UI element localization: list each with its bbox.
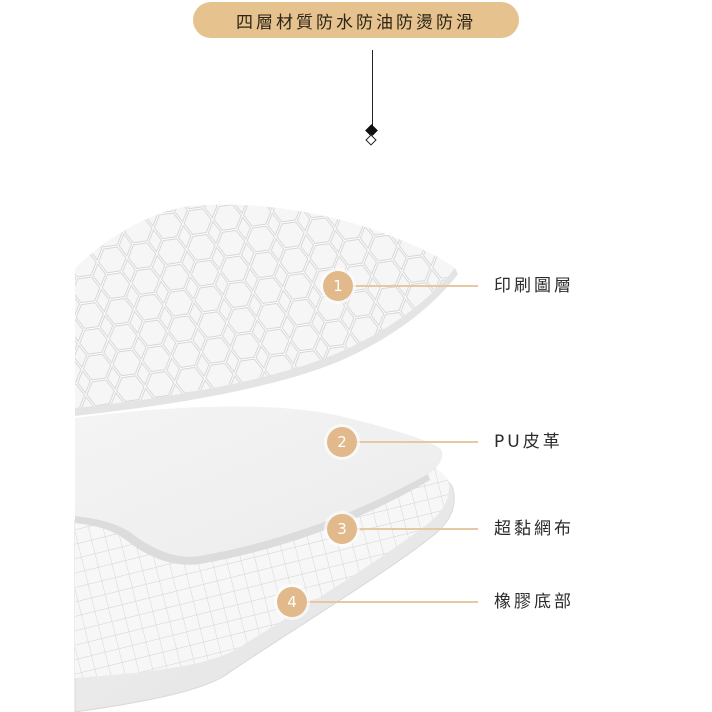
layer-number: 4: [287, 593, 297, 611]
leader-line-3: [356, 528, 478, 530]
layer-badge-4: 4: [277, 587, 307, 617]
layer-badge-3: 3: [327, 514, 357, 544]
leader-line-2: [356, 441, 478, 443]
layer-number: 2: [337, 433, 347, 451]
page-title: 四層材質防水防油防燙防滑: [236, 12, 476, 33]
layer-badge-1: 1: [323, 271, 353, 301]
layer-label-4: 橡膠底部: [494, 592, 574, 612]
layer-label-2: PU皮革: [494, 432, 563, 452]
leader-line-4: [306, 601, 478, 603]
layer-label-1: 印刷圖層: [494, 276, 574, 296]
connector-line: [372, 50, 373, 128]
layer-number: 1: [333, 277, 343, 295]
layer-label-3: 超黏網布: [494, 519, 574, 539]
title-pill: 四層材質防水防油防燙防滑: [193, 2, 519, 38]
layer-number: 3: [337, 520, 347, 538]
layer-badge-2: 2: [327, 427, 357, 457]
leader-line-1: [352, 285, 478, 287]
